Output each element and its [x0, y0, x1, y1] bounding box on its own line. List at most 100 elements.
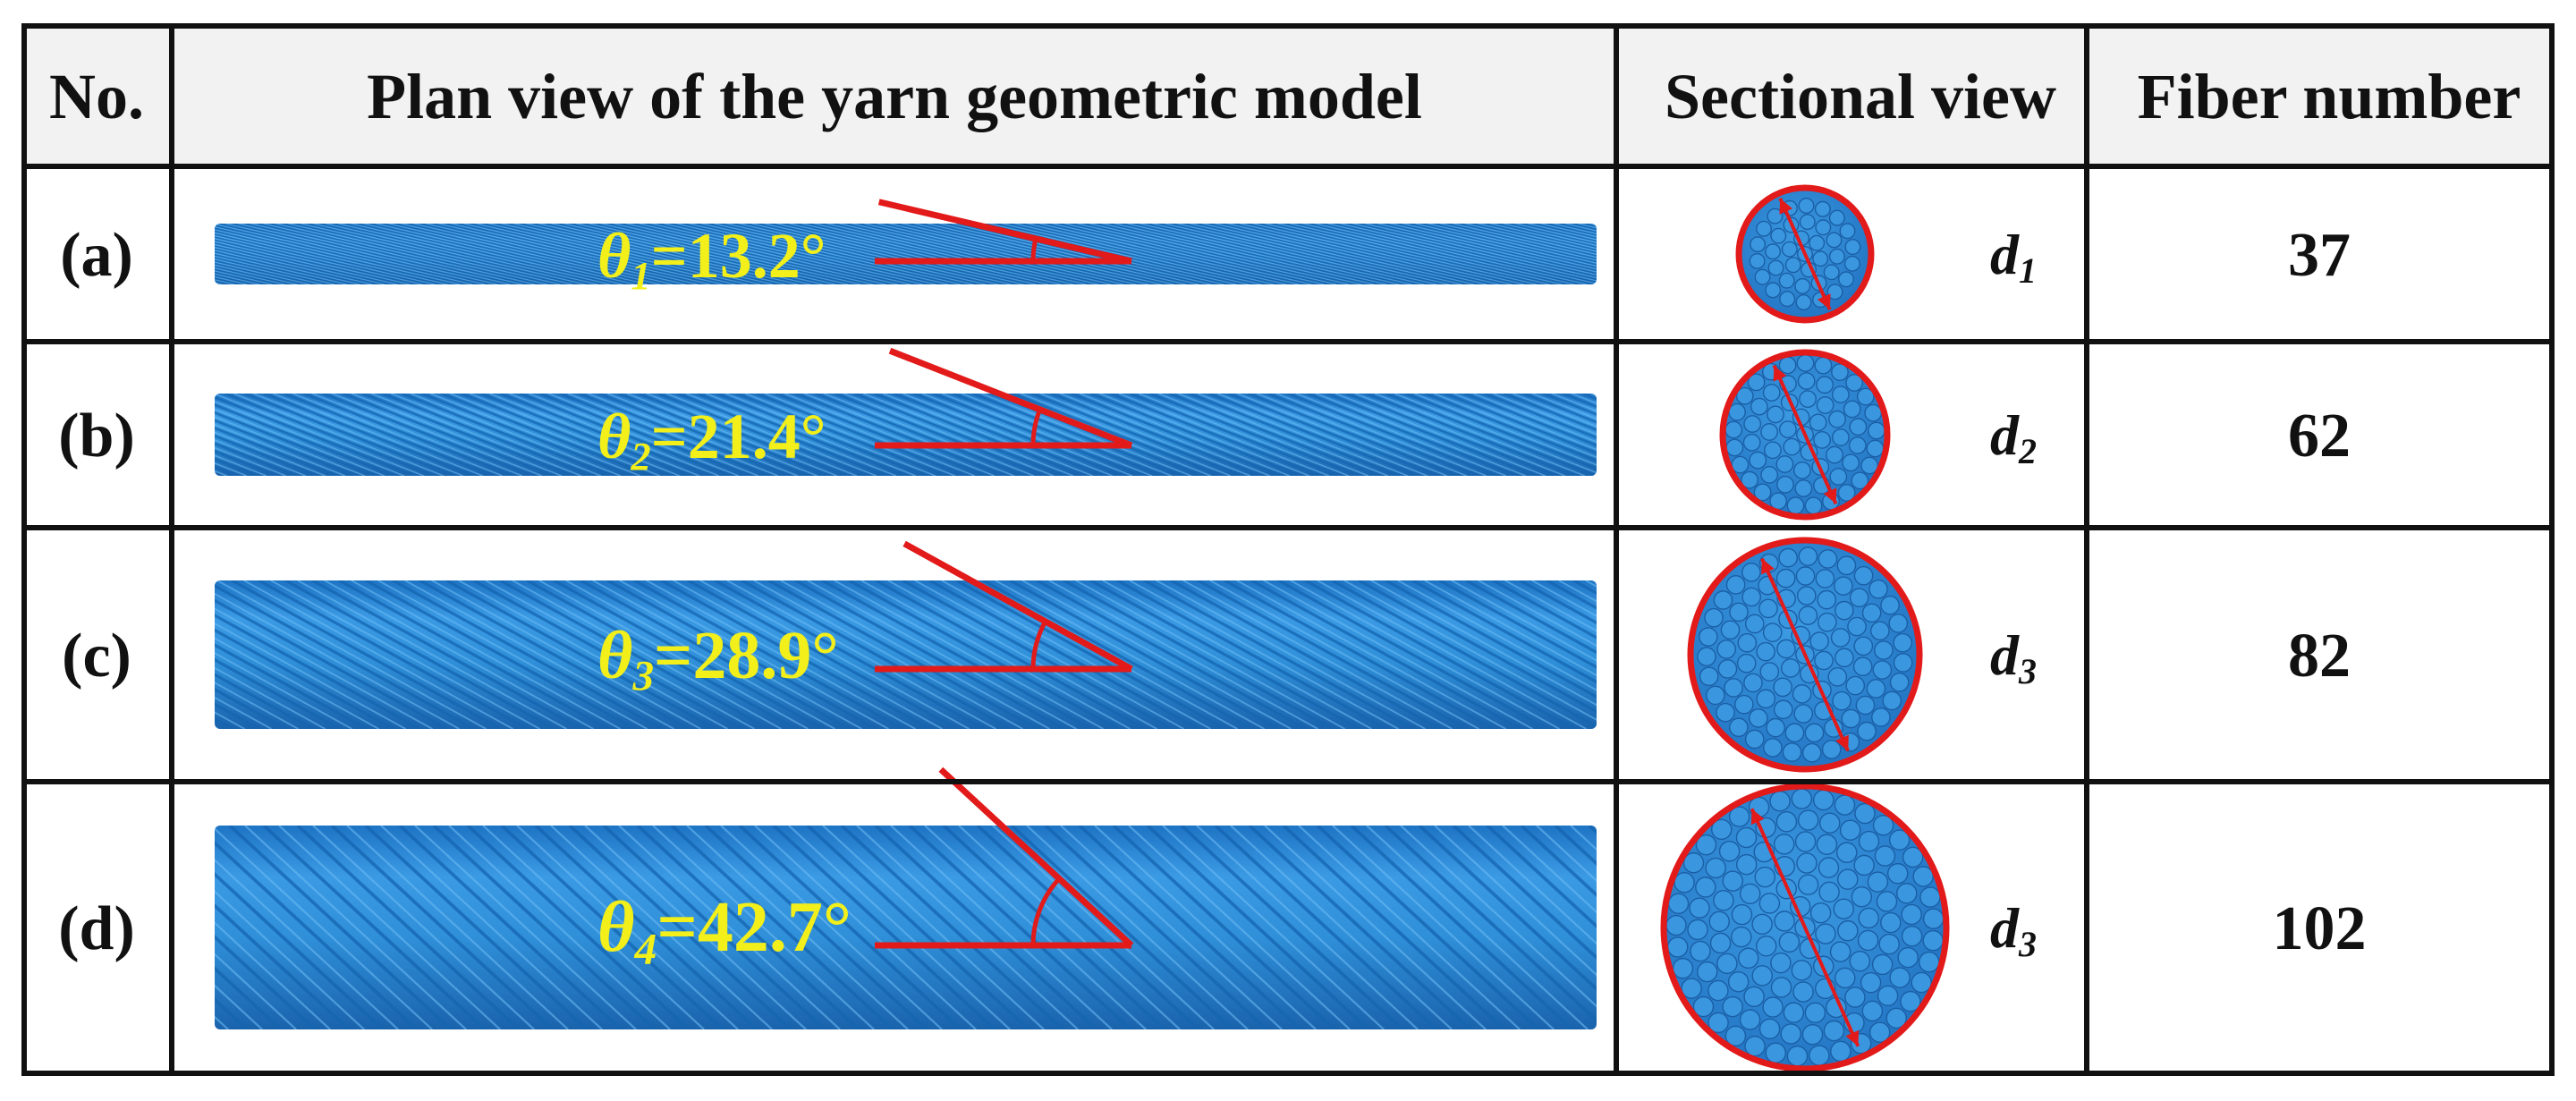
yarn-strand	[657, 224, 919, 284]
fiber-section	[1922, 908, 1945, 929]
yarn-strand	[883, 224, 1144, 284]
yarn-strand-highlight	[1468, 826, 1597, 1029]
fiber-section	[1861, 603, 1882, 623]
fiber-section	[1797, 809, 1819, 831]
yarn-strand-highlight	[1156, 580, 1426, 729]
yarn-strand	[716, 394, 928, 476]
yarn-strand-highlight	[225, 224, 486, 284]
fiber-section	[1782, 742, 1802, 762]
yarn-strand-highlight	[941, 580, 1211, 729]
yarn-strand-highlight	[413, 224, 674, 284]
yarn-strand	[215, 580, 421, 729]
yarn-strand-highlight	[1162, 826, 1385, 1029]
fiber-section	[1801, 742, 1822, 763]
fiber-section	[1851, 885, 1873, 908]
yarn-strand	[215, 224, 280, 284]
yarn-strand	[532, 224, 793, 284]
yarn-strand-highlight	[215, 224, 373, 284]
yarn-strands	[215, 826, 1597, 1029]
fiber-section	[1860, 456, 1879, 475]
yarn-strand	[996, 224, 1257, 284]
yarn-strand	[1258, 224, 1520, 284]
fiber-section	[1747, 373, 1766, 392]
fiber-section	[1756, 641, 1775, 662]
yarn-strand	[955, 580, 1226, 729]
yarn-strand-highlight	[215, 224, 411, 284]
yarn-strand	[1146, 224, 1407, 284]
cross-section-image	[1687, 537, 1923, 773]
yarn-strand-highlight	[639, 224, 899, 284]
fiber-section	[1713, 590, 1733, 610]
yarn-strand-highlight	[1365, 224, 1597, 284]
yarn-strand	[714, 580, 985, 729]
yarn-strand-highlight	[1021, 580, 1292, 729]
yarn-strand-highlight	[788, 826, 1011, 1029]
fiber-section	[1880, 911, 1902, 934]
diameter-line	[1778, 198, 1832, 310]
fiber-section	[1749, 708, 1768, 728]
yarn-strand-highlight	[952, 224, 1212, 284]
yarn-strand	[215, 224, 430, 284]
fiber-section	[1843, 400, 1861, 419]
yarn-strand-highlight	[263, 224, 523, 284]
yarn-strand-highlight	[1079, 394, 1291, 476]
yarn-strand-highlight	[751, 224, 1012, 284]
theta-value: =42.7°	[657, 888, 852, 967]
fiber-section	[1728, 402, 1746, 421]
yarn-strand	[215, 394, 416, 476]
fiber-section	[1769, 492, 1787, 511]
yarn-strand-highlight	[1502, 826, 1597, 1029]
yarn-strand	[1008, 224, 1269, 284]
yarn-strand	[1546, 224, 1597, 284]
yarn-strand	[1444, 394, 1597, 476]
yarn-strand-highlight	[1026, 826, 1249, 1029]
fiber-section	[1893, 653, 1913, 673]
fiber-section	[1797, 372, 1816, 390]
fiber-section	[1729, 602, 1749, 622]
yarn-strand-highlight	[215, 394, 326, 476]
yarn-strand	[1371, 224, 1597, 284]
yarn-strand	[633, 580, 904, 729]
yarn-model-image	[215, 580, 1597, 729]
yarn-strand-highlight	[1039, 394, 1251, 476]
fiber-section	[1867, 421, 1885, 440]
yarn-strand-highlight	[699, 580, 970, 729]
yarn-strand-highlight	[438, 224, 699, 284]
yarn-strand	[215, 394, 258, 476]
yarn-strand-highlight	[764, 224, 1024, 284]
fiber-section	[1853, 565, 1874, 586]
yarn-strand	[902, 580, 1173, 729]
yarn-strand	[1009, 580, 1280, 729]
yarn-strand	[1384, 826, 1597, 1029]
yarn-strand	[432, 826, 657, 1029]
yarn-strand-highlight	[843, 394, 1055, 476]
yarn-strand-highlight	[1512, 394, 1597, 476]
yarn-strand	[745, 224, 1006, 284]
fiber-section	[1809, 234, 1826, 251]
yarn-strand-highlight	[1370, 580, 1597, 729]
fiber-section	[1780, 1023, 1801, 1045]
fiber-section	[1722, 995, 1743, 1018]
fiber-section	[1760, 423, 1779, 441]
yarn-strand-highlight	[1335, 394, 1546, 476]
fiber-section	[1735, 826, 1758, 849]
yarn-strand	[215, 394, 377, 476]
yarn-strand	[1350, 826, 1574, 1029]
yarn-strand	[557, 224, 818, 284]
yarn-strand	[382, 224, 643, 284]
yarn-strand-highlight	[469, 394, 681, 476]
yarn-strand	[1359, 224, 1597, 284]
fiber-section	[1709, 932, 1732, 954]
yarn-strand-highlight	[550, 826, 773, 1029]
fiber-section	[1798, 546, 1818, 566]
diameter-symbol: d	[1990, 896, 2020, 960]
yarn-strand	[1063, 580, 1334, 729]
fiber-section	[1791, 788, 1813, 809]
fiber-section	[1778, 356, 1797, 375]
yarn-strand-highlight	[1295, 394, 1507, 476]
yarn-strand-highlight	[370, 394, 582, 476]
yarn-strand	[741, 580, 1012, 729]
yarn-strand-highlight	[215, 394, 287, 476]
angle-ray	[877, 199, 1132, 265]
fiber-section	[1878, 933, 1900, 955]
